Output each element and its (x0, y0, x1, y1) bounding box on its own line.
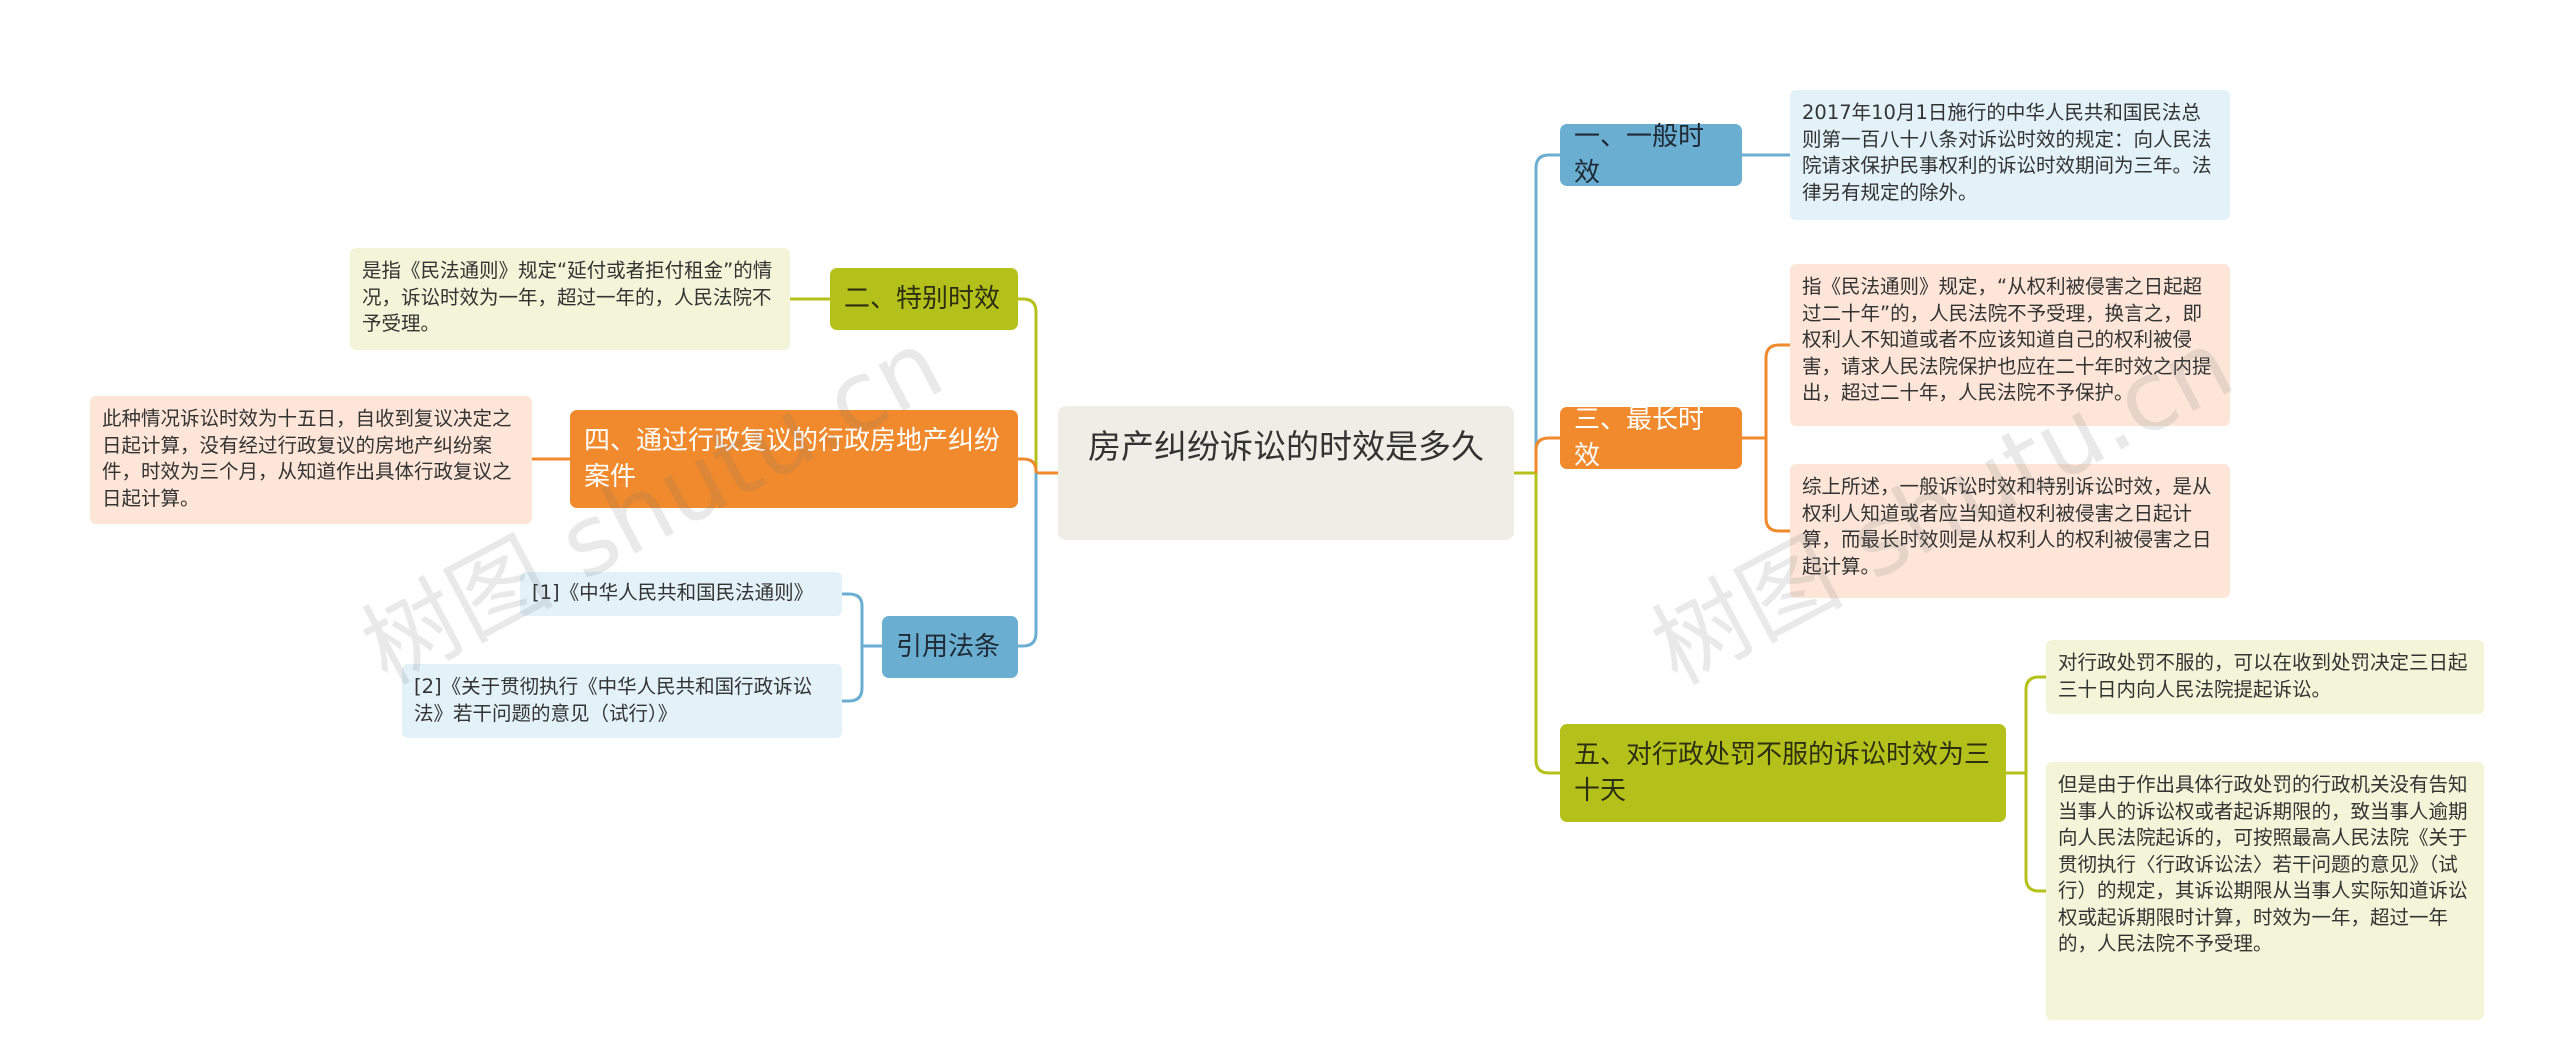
link-right-longest (1534, 436, 1560, 473)
branch-penalty-limitation[interactable]: 五、对行政处罚不服的诉讼时效为三十天 (1560, 724, 2006, 822)
note-penalty-limitation-2[interactable]: 但是由于作出具体行政处罚的行政机关没有告知当事人的诉讼权或者起诉期限的，致当事人… (2046, 762, 2484, 1020)
branch-admin-review-cases[interactable]: 四、通过行政复议的行政房地产纠纷案件 (570, 410, 1018, 508)
note-admin-review-cases[interactable]: 此种情况诉讼时效为十五日，自收到复议决定之日起计算，没有经过行政复议的房地产纠纷… (90, 396, 532, 524)
branch-general-limitation[interactable]: 一、一般时效 (1560, 122, 1742, 188)
link-longest-notes (1742, 343, 1790, 533)
note-penalty-limitation-1[interactable]: 对行政处罚不服的，可以在收到处罚决定三日起三十日内向人民法院提起诉讼。 (2046, 640, 2484, 714)
note-general-limitation[interactable]: 2017年10月1日施行的中华人民共和国民法总则第一百八十八条对诉讼时效的规定：… (1790, 90, 2230, 220)
central-topic[interactable]: 房产纠纷诉讼的时效是多久 (1058, 406, 1514, 540)
link-cite-items (842, 592, 882, 703)
branch-longest-limitation[interactable]: 三、最长时效 (1560, 405, 1742, 471)
branch-special-limitation[interactable]: 二、特别时效 (830, 268, 1018, 330)
link-left-special (1018, 297, 1038, 473)
note-longest-limitation-1[interactable]: 指《民法通则》规定，“从权利被侵害之日起超过二十年”的，人民法院不予受理，换言之… (1790, 264, 2230, 426)
link-left-review (1018, 457, 1038, 473)
link-right-penalty (1534, 473, 1560, 775)
cited-law-2[interactable]: [2]《关于贯彻执行《中华人民共和国行政诉讼法》若干问题的意见（试行）》 (402, 664, 842, 738)
note-longest-limitation-2[interactable]: 综上所述，一般诉讼时效和特别诉讼时效，是从权利人知道或者应当知道权利被侵害之日起… (1790, 464, 2230, 598)
note-special-limitation[interactable]: 是指《民法通则》规定“延付或者拒付租金”的情况，诉讼时效为一年，超过一年的，人民… (350, 248, 790, 350)
link-right-general (1534, 153, 1560, 473)
branch-cited-laws[interactable]: 引用法条 (882, 616, 1018, 678)
cited-law-1[interactable]: [1]《中华人民共和国民法通则》 (520, 572, 842, 616)
link-penalty-notes (2006, 675, 2046, 893)
link-left-cite (1018, 473, 1038, 648)
